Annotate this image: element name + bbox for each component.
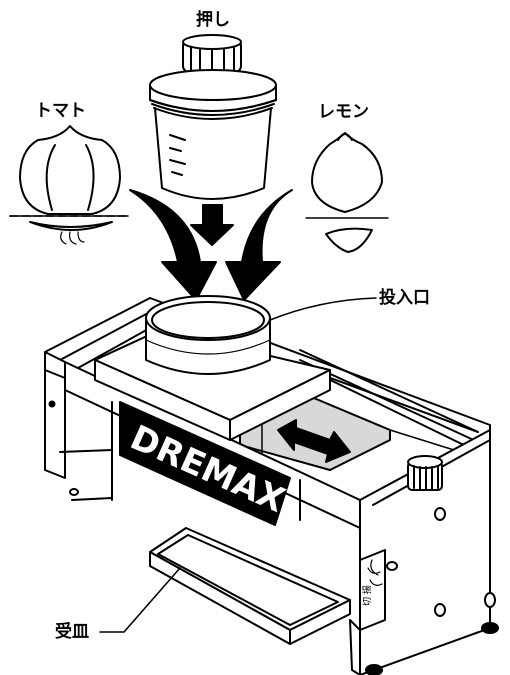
- pusher: [149, 34, 277, 200]
- left-curved-arrow: [129, 189, 217, 301]
- switch-label: 切 揚: [361, 585, 373, 606]
- lemon: [305, 132, 389, 253]
- right-curved-arrow: [225, 189, 293, 301]
- label-tomato: トマト: [35, 101, 86, 121]
- label-lemon: レモン: [318, 102, 369, 122]
- label-inlet: 投入口: [379, 288, 430, 308]
- label-tray: 受皿: [55, 622, 89, 642]
- double-arrow: [277, 419, 351, 463]
- adjustment-knob: [407, 455, 443, 491]
- tomato: [9, 125, 129, 245]
- inlet-cylinder: [145, 295, 271, 375]
- inlet-leader-line: [269, 297, 377, 321]
- tray: [149, 527, 351, 645]
- label-press: 押し: [196, 10, 230, 30]
- tray-leader-line: [99, 567, 181, 633]
- down-arrow: [190, 204, 234, 246]
